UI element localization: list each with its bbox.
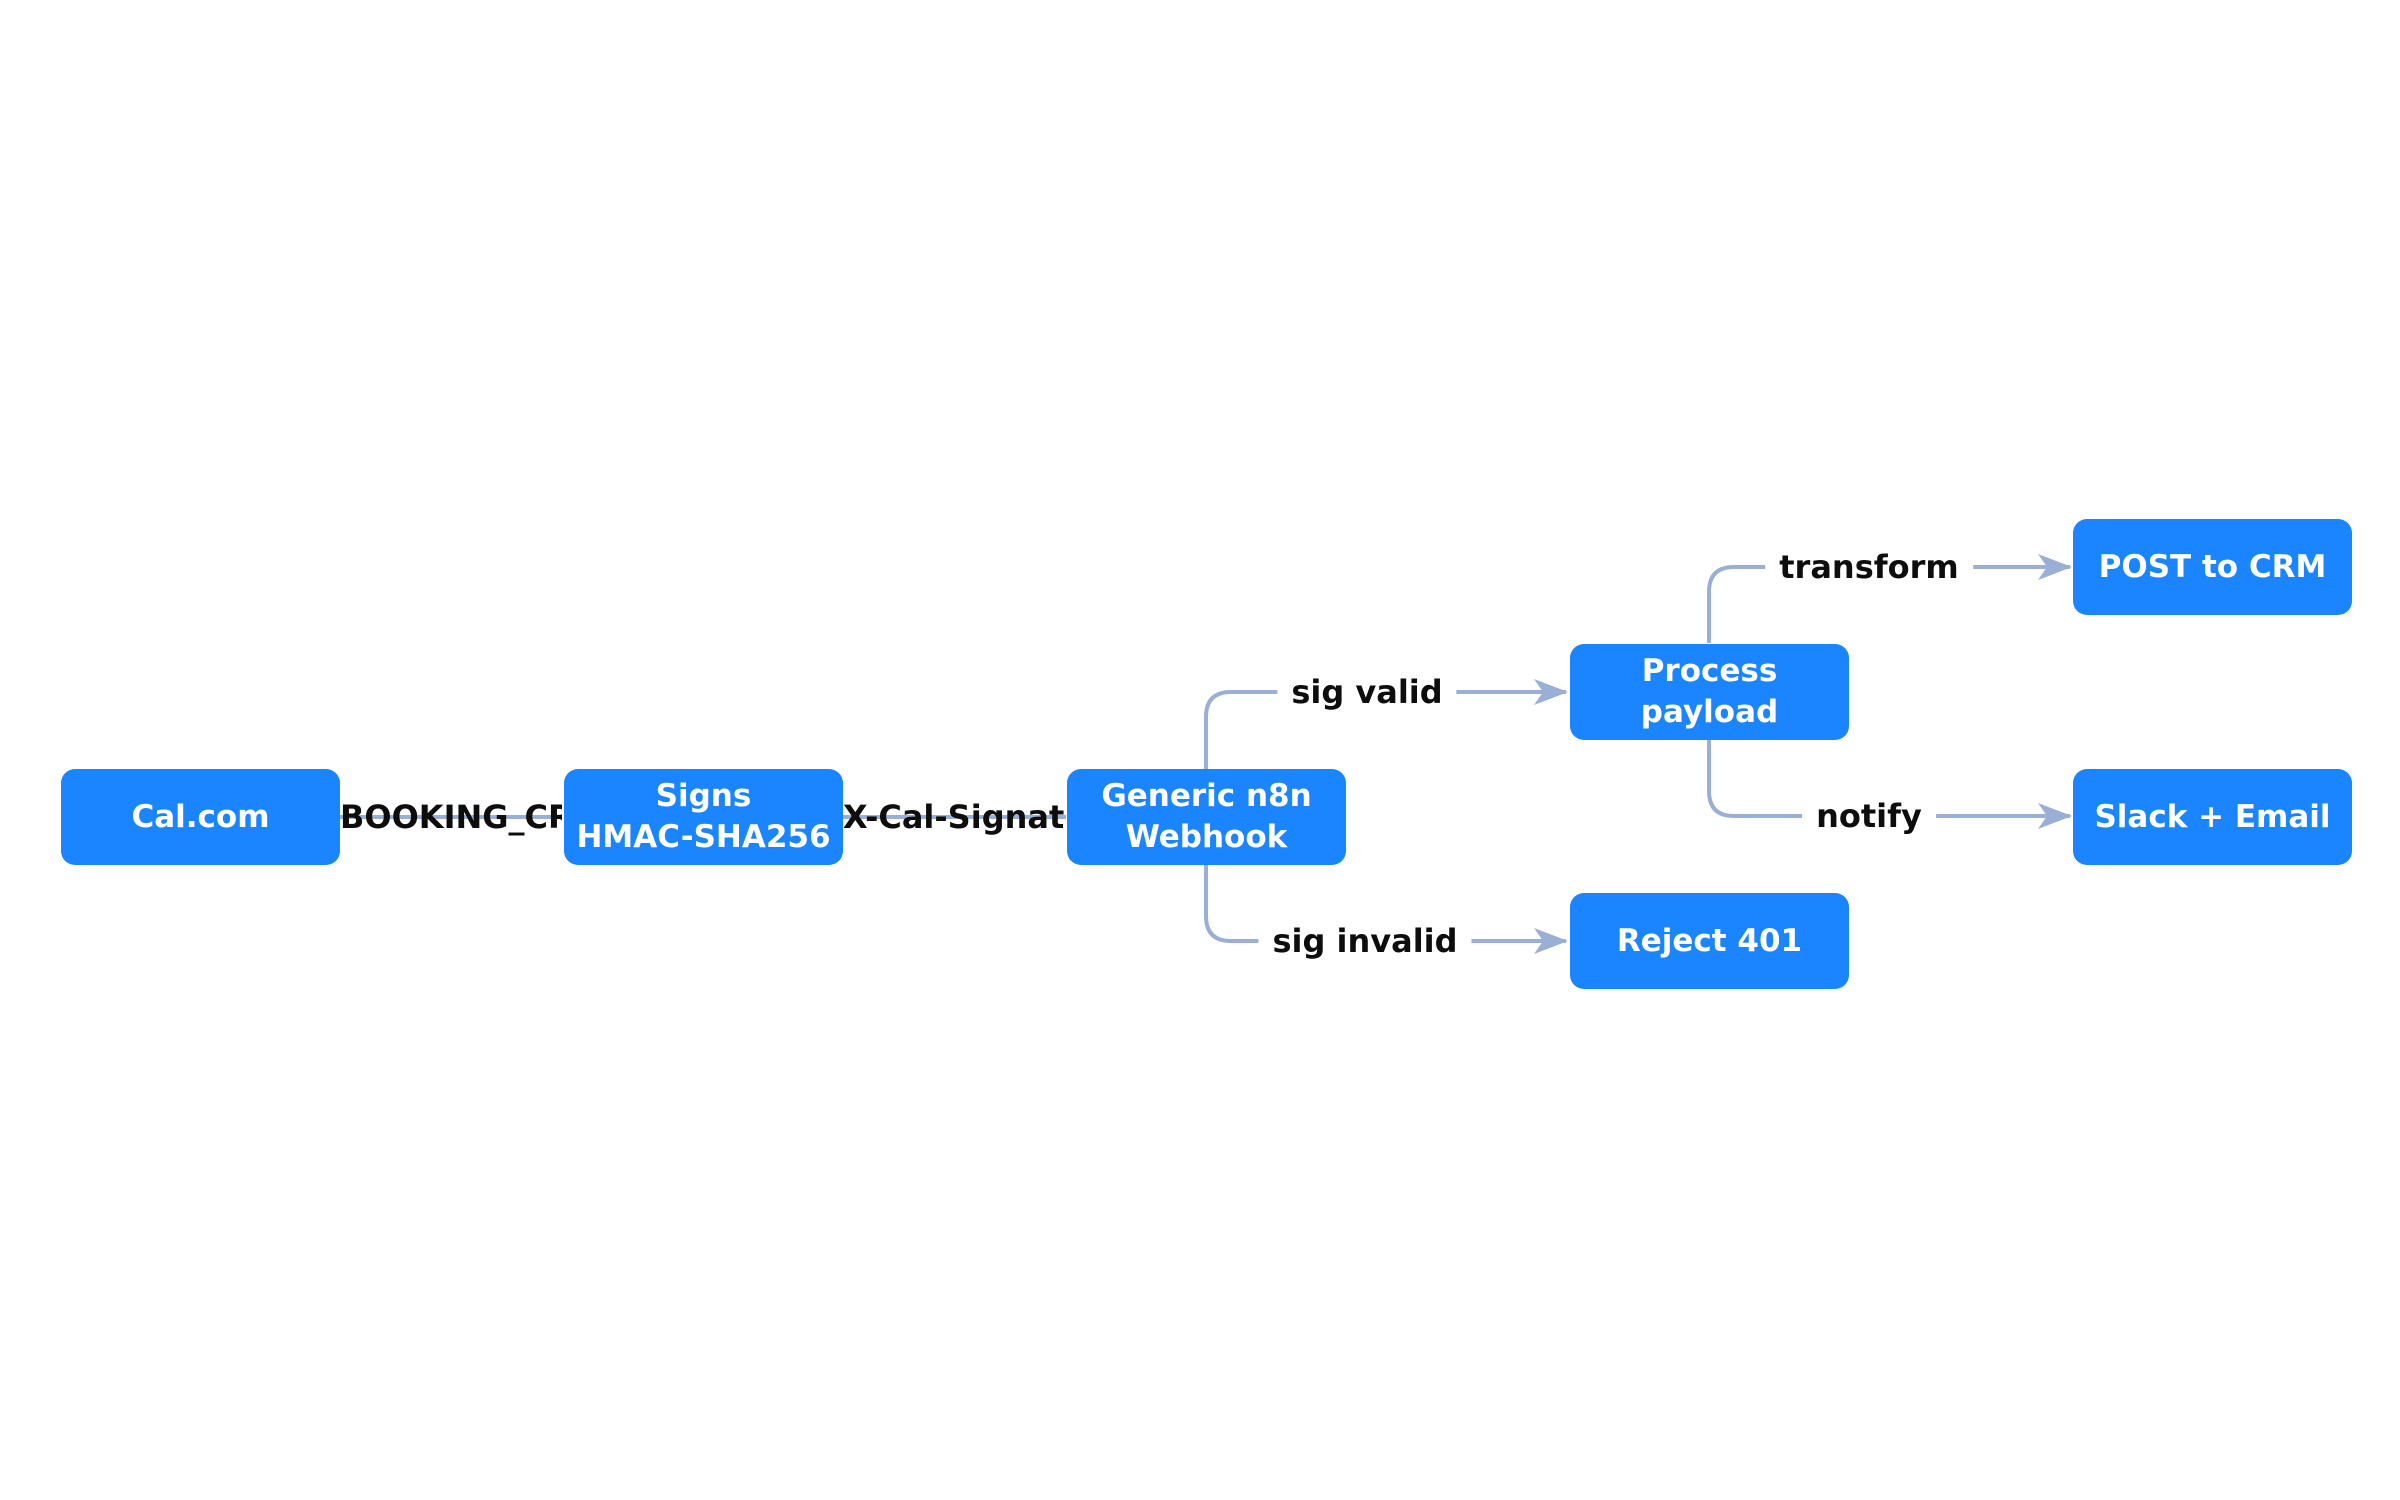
edge-transform [1707,554,2072,643]
node-slack-email[interactable]: Slack + Email [2073,769,2352,865]
edge-sig-invalid [1204,865,1568,954]
edge-label-booking-created: BOOKING_CREATED [340,798,562,836]
node-process-payload[interactable]: Process payload [1570,644,1849,740]
edge-label-sig-valid: sig valid [1277,672,1457,712]
node-signs-hmac[interactable]: Signs HMAC-SHA256 [564,769,843,865]
edge-label-sig-invalid: sig invalid [1258,921,1472,961]
node-post-to-crm[interactable]: POST to CRM [2073,519,2352,615]
node-calcom[interactable]: Cal.com [61,769,340,865]
edge-notify [1707,740,2072,829]
edge-label-transform: transform [1765,547,1973,587]
edge-label-notify: notify [1802,796,1936,836]
edge-sig-valid [1204,679,1568,769]
node-reject-401[interactable]: Reject 401 [1570,893,1849,989]
node-n8n-webhook[interactable]: Generic n8n Webhook [1067,769,1346,865]
edge-label-signature-header: X-Cal-Signature header [843,798,1066,836]
